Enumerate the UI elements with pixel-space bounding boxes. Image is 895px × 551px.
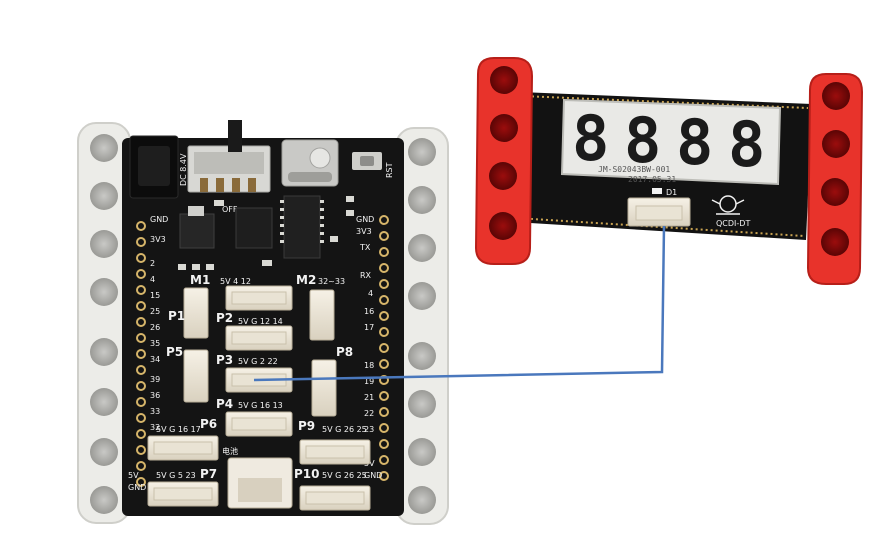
right-header-label: 23: [364, 425, 374, 434]
port-label-p9: P9: [298, 419, 315, 433]
left-header-label: 35: [150, 339, 160, 348]
port-label-p4: P4: [216, 397, 233, 411]
display-jst-connector: [627, 197, 691, 227]
left-header-label: 25: [150, 307, 160, 316]
left-header-label: 33: [150, 407, 160, 416]
jst-connector-p10: [299, 485, 371, 511]
left-header-label: 5V: [128, 471, 139, 480]
port-pins-p2: 5V G 12 14: [238, 317, 283, 326]
port-label-m1: M1: [190, 273, 210, 287]
port-pins-p4: 5V G 16 13: [238, 401, 283, 410]
port-label-p6: P6: [200, 417, 217, 431]
right-header-label: RX: [360, 271, 372, 280]
left-pin-header: [136, 221, 146, 487]
port-pins-p6: 5V G 16 17: [156, 425, 201, 434]
battery-label: 电池: [222, 446, 238, 456]
display-date-text: 2017.05.31: [628, 175, 676, 184]
port-pins-p7: 5V G 5 23: [156, 471, 196, 480]
off-label: OFF: [222, 205, 238, 214]
jst-connector-p6b: [147, 435, 219, 461]
port-label-p7: P7: [200, 467, 217, 481]
qcdi-logo-icon: [711, 195, 745, 215]
right-header-label: GND: [356, 215, 374, 224]
reset-button: [352, 152, 382, 170]
jst-connector-p5: [183, 349, 209, 403]
motor-driver-chip: [283, 195, 321, 259]
jst-connector-p1: [183, 287, 209, 339]
jst-connector-p7: [147, 481, 219, 507]
display-model-text: JM-S02043BW-001: [598, 165, 670, 174]
port-pins-p10: 5V G 26 25: [322, 471, 367, 480]
digit: 8: [728, 108, 765, 181]
jst-connector-p2: [225, 285, 293, 311]
left-header-label: 2: [150, 259, 155, 268]
jst-connector-m2: [309, 289, 335, 341]
port-pins-m2: 32~33: [318, 277, 345, 286]
usb-c-port: [281, 139, 339, 187]
digit: 8: [572, 102, 609, 175]
left-header-label: 34: [150, 355, 160, 364]
controller-board: DC 8.4V OFF RST: [77, 120, 449, 525]
right-header-label: 17: [364, 323, 374, 332]
right-header-label: 19: [364, 377, 374, 386]
right-header-label: TX: [359, 243, 371, 252]
display-module: 8 8 8 8 JM-S02043BW-001 2017.05.31 D1 QC…: [474, 57, 864, 285]
right-header-label: 18: [364, 361, 374, 370]
left-lego-beam: [77, 122, 131, 524]
regulator-chip: [179, 213, 215, 249]
jst-connector-p3: [225, 325, 293, 351]
jst-connector-p6: [225, 411, 293, 437]
port-pins-p3: 5V G 2 22: [238, 357, 278, 366]
right-header-label: 22: [364, 409, 374, 418]
main-chip: [235, 207, 273, 249]
battery-connector: [227, 457, 293, 509]
digit: 8: [676, 106, 713, 179]
indicator-label: D1: [666, 188, 677, 197]
left-header-label: 39: [150, 375, 160, 384]
right-header-label: 3V3: [356, 227, 372, 236]
jst-connector-p8: [311, 359, 337, 417]
port-label-p5: P5: [166, 345, 183, 359]
left-header-label: GND: [150, 215, 168, 224]
right-header-label: 16: [364, 307, 374, 316]
right-pin-header: [379, 215, 389, 481]
indicator-led: [652, 188, 662, 194]
digit: 8: [624, 104, 661, 177]
logo-text: QCDI-DT: [716, 219, 750, 228]
left-header-labels: GND 3V3 2 4 15 25 26 35 34 39 36 33 32 5…: [128, 215, 168, 492]
right-red-beam: [806, 73, 864, 285]
left-header-label: 36: [150, 391, 160, 400]
connection-cable: [253, 225, 666, 382]
port-label-p1: P1: [168, 309, 185, 323]
jst-connector-p9: [299, 439, 371, 465]
left-header-label: 3V3: [150, 235, 166, 244]
dc-voltage-label: DC 8.4V: [179, 153, 188, 186]
port-pins-m1: 5V 4 12: [220, 277, 251, 286]
left-header-label: 26: [150, 323, 160, 332]
port-label-p8: P8: [336, 345, 353, 359]
port-label-m2: M2: [296, 273, 316, 287]
right-header-label: GND: [364, 471, 382, 480]
port-pins-p9: 5V G 26 25: [322, 425, 367, 434]
port-label-p10: P10: [294, 467, 320, 481]
left-header-label: GND: [128, 483, 146, 492]
reset-label: RST: [385, 162, 394, 178]
right-header-label: 21: [364, 393, 374, 402]
left-header-label: 4: [150, 275, 155, 284]
power-switch: [187, 120, 271, 193]
seven-segment-display: [560, 98, 782, 186]
left-header-label: 32: [150, 423, 160, 432]
left-red-beam: [474, 57, 534, 265]
right-header-labels: GND 3V3 TX RX 4 16 17 18 19 21 22 23 5V …: [356, 215, 382, 480]
right-header-label: 4: [368, 289, 373, 298]
port-label-p3: P3: [216, 353, 233, 367]
right-lego-beam: [395, 127, 449, 525]
port-label-p2: P2: [216, 311, 233, 325]
left-header-label: 15: [150, 291, 160, 300]
